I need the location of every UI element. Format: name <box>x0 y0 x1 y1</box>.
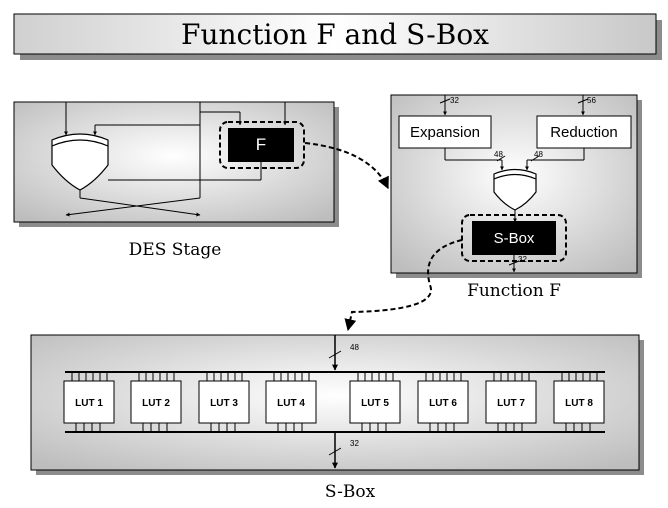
lut-7: LUT 7 <box>485 372 537 432</box>
lut-label: LUT 7 <box>497 398 525 409</box>
lut-4: LUT 4 <box>265 372 317 432</box>
sbox-block <box>472 221 556 255</box>
lut-array: LUT 1 LUT 2 LUT 3 LUT 4 LUT 5 LUT 6 LUT 7 LUT 8 <box>63 372 605 432</box>
lut-label: LUT 3 <box>210 398 238 409</box>
lut-label: LUT 8 <box>565 398 593 409</box>
xor-gate <box>51 133 109 191</box>
reduction-label: Reduction <box>550 124 618 141</box>
expansion-label: Expansion <box>410 124 480 141</box>
lut-8: LUT 8 <box>553 372 605 432</box>
des-stage-caption: DES Stage <box>129 240 222 260</box>
lut-label: LUT 5 <box>361 398 389 409</box>
reduction-input-width: 56 <box>587 96 596 105</box>
zoom-connector-f <box>304 142 389 190</box>
sbox-block-label: S-Box <box>494 230 535 247</box>
sbox-output-width: 32 <box>518 255 527 264</box>
des-stage-panel: F <box>13 101 339 227</box>
title-banner: Function F and S-Box <box>13 13 662 60</box>
lut-2: LUT 2 <box>130 372 182 432</box>
xor-gate-f <box>493 168 537 211</box>
lut-label: LUT 1 <box>75 398 103 409</box>
lut-label: LUT 4 <box>277 398 305 409</box>
lut-label: LUT 2 <box>142 398 170 409</box>
function-f-panel: 32 56 Expansion Reduction 48 48 S-Box <box>390 94 642 278</box>
sbox-caption: S-Box <box>325 482 376 502</box>
sbox-input-width: 48 <box>350 343 359 352</box>
reduction-output-width: 48 <box>534 150 543 159</box>
lut-1: LUT 1 <box>63 372 115 432</box>
zoom-connector-sbox <box>344 239 463 332</box>
sbox-output-bus-width: 32 <box>350 439 359 448</box>
expansion-block <box>398 115 492 149</box>
lut-5: LUT 5 <box>349 372 401 432</box>
expansion-output-width: 48 <box>494 150 503 159</box>
f-block-label: F <box>256 135 266 154</box>
lut-label: LUT 6 <box>429 398 457 409</box>
page-title: Function F and S-Box <box>181 18 489 51</box>
expansion-input-width: 32 <box>450 96 459 105</box>
lut-3: LUT 3 <box>198 372 250 432</box>
lut-6: LUT 6 <box>417 372 469 432</box>
function-f-caption: Function F <box>467 281 561 301</box>
f-block <box>228 128 294 162</box>
